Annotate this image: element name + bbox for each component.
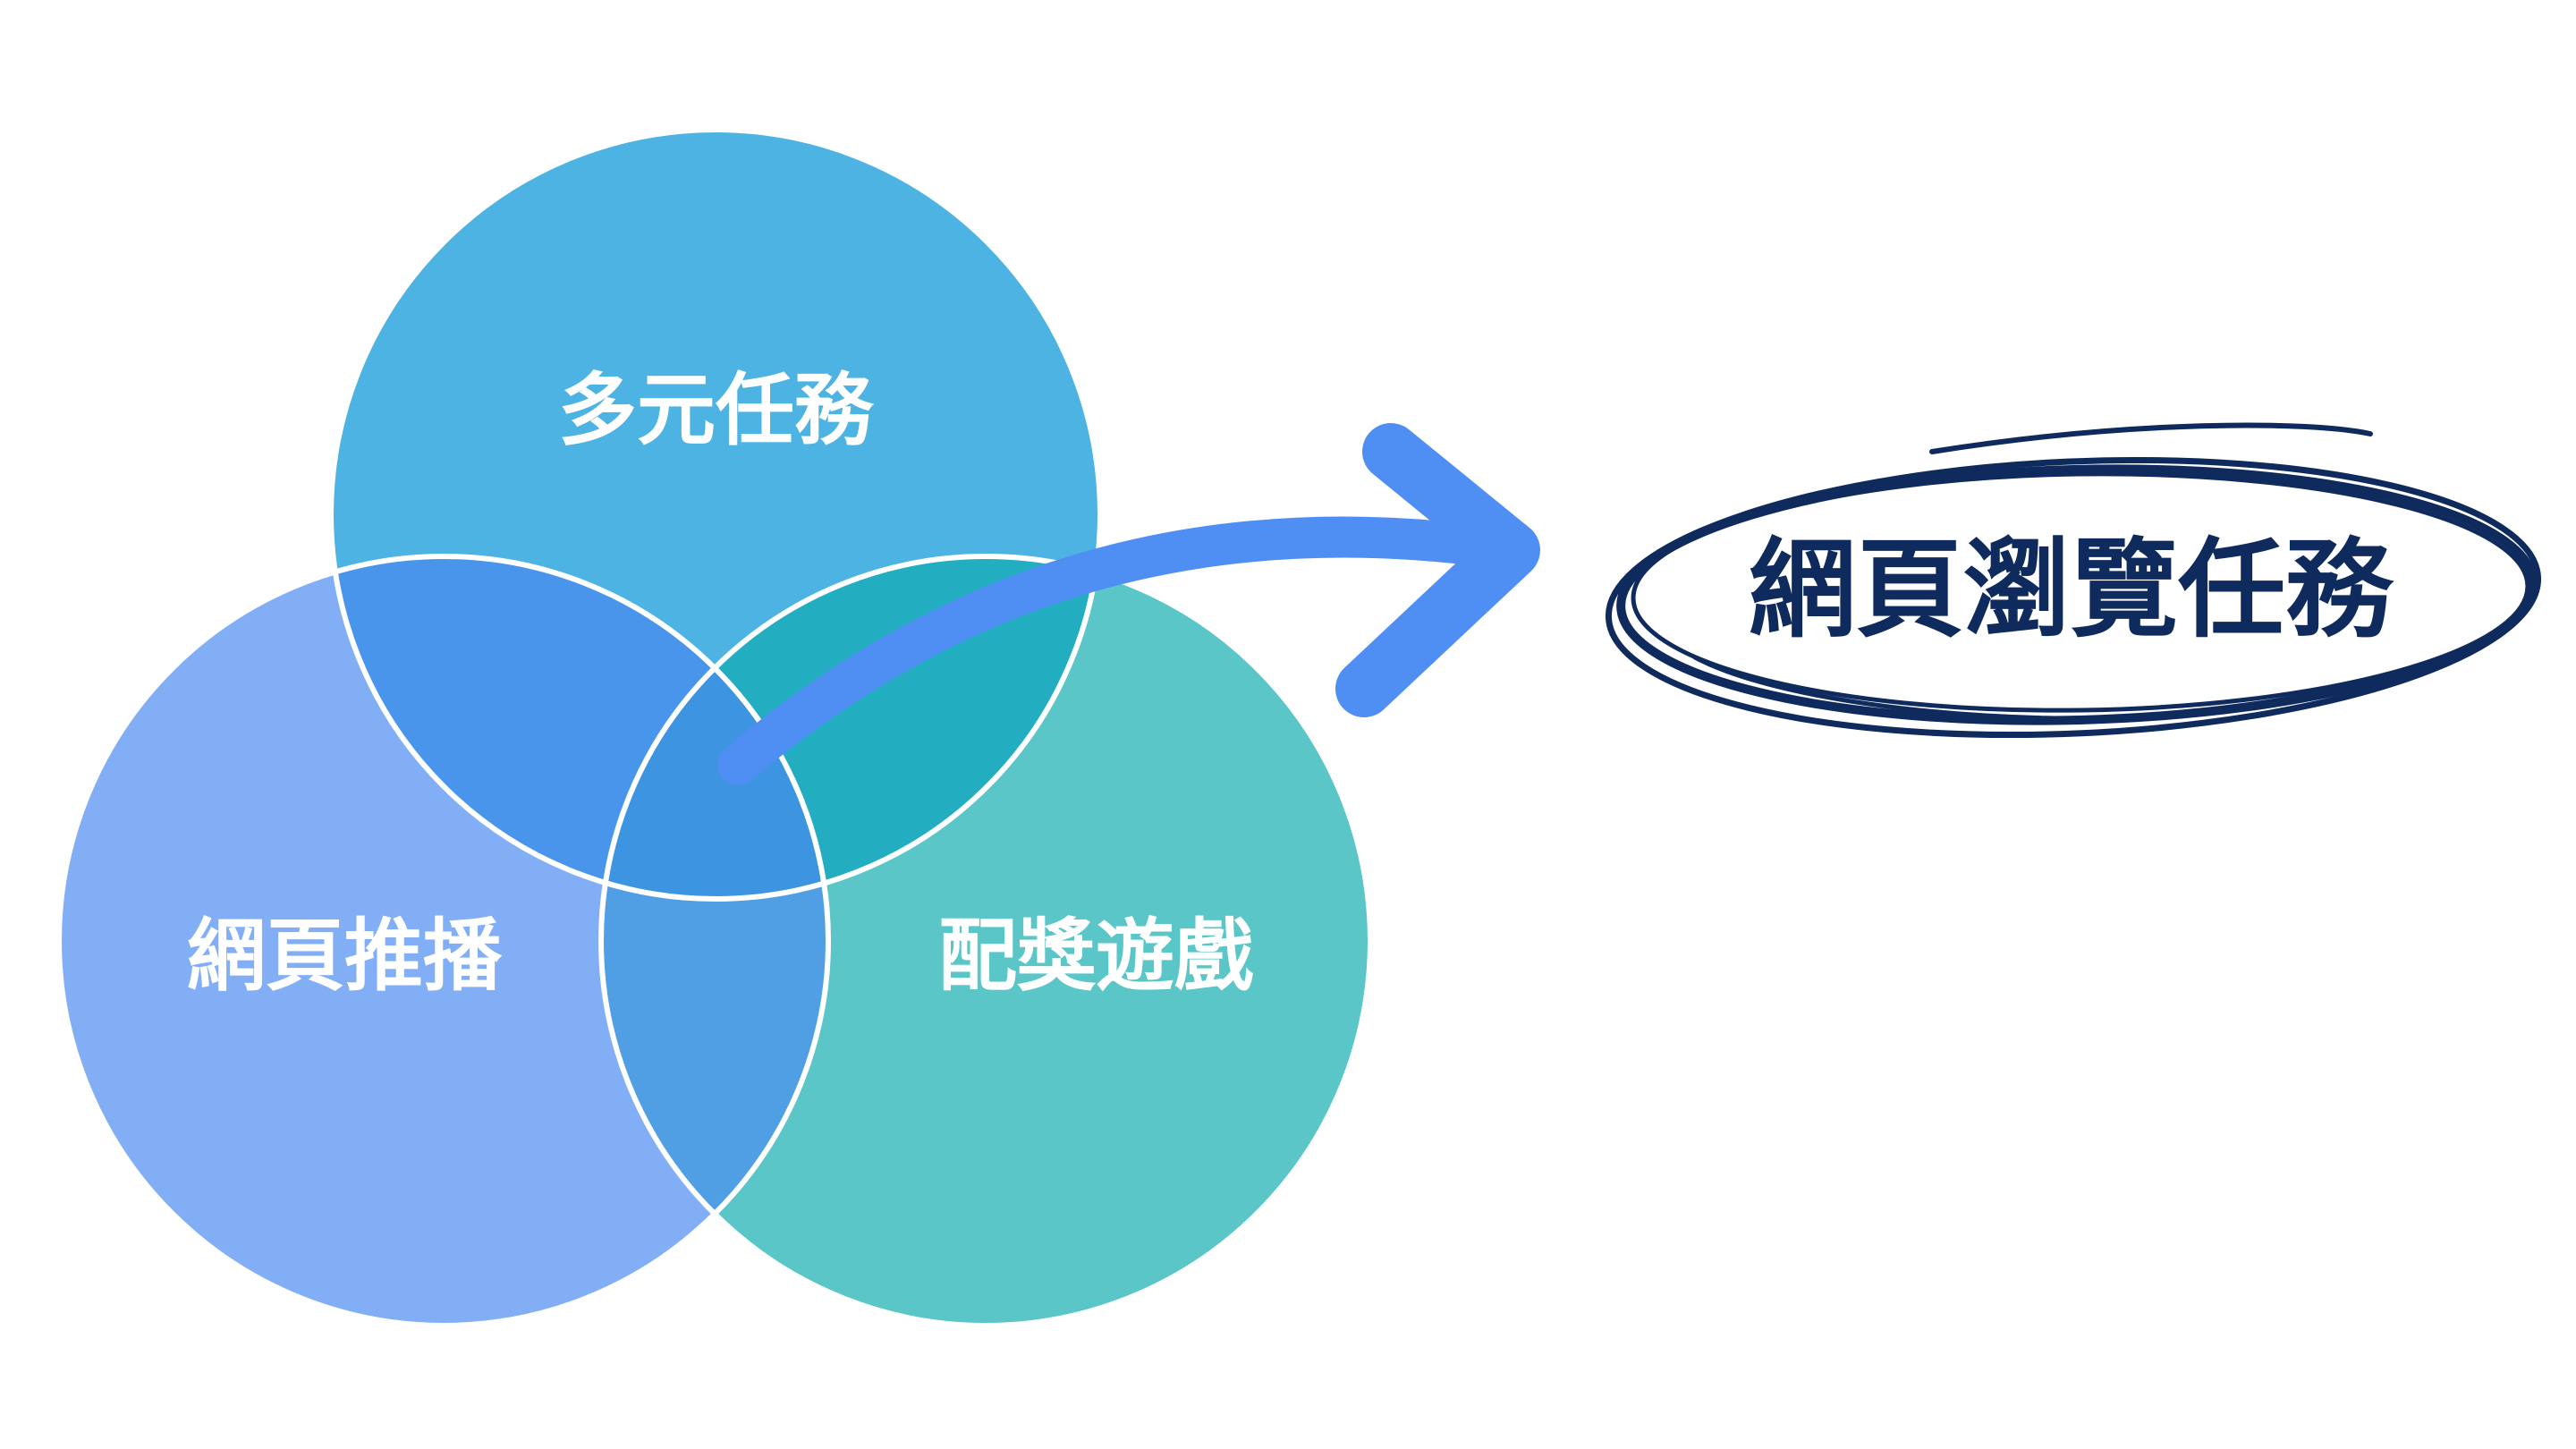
overlap-top-left (331, 556, 828, 899)
curved-arrow-icon (717, 423, 1540, 785)
result-label: 網頁瀏覽任務 (1749, 529, 2394, 653)
outline-left (56, 554, 831, 1328)
outline-right (598, 554, 1373, 1328)
label-web-push: 網頁推播 (187, 910, 503, 1002)
hand-drawn-ring-icon (1605, 422, 2542, 739)
label-multi-task: 多元任務 (558, 364, 875, 456)
outline-top (328, 127, 1103, 902)
overlap-top-right (601, 556, 1100, 899)
label-prize-game: 配獎遊戲 (938, 910, 1253, 1002)
